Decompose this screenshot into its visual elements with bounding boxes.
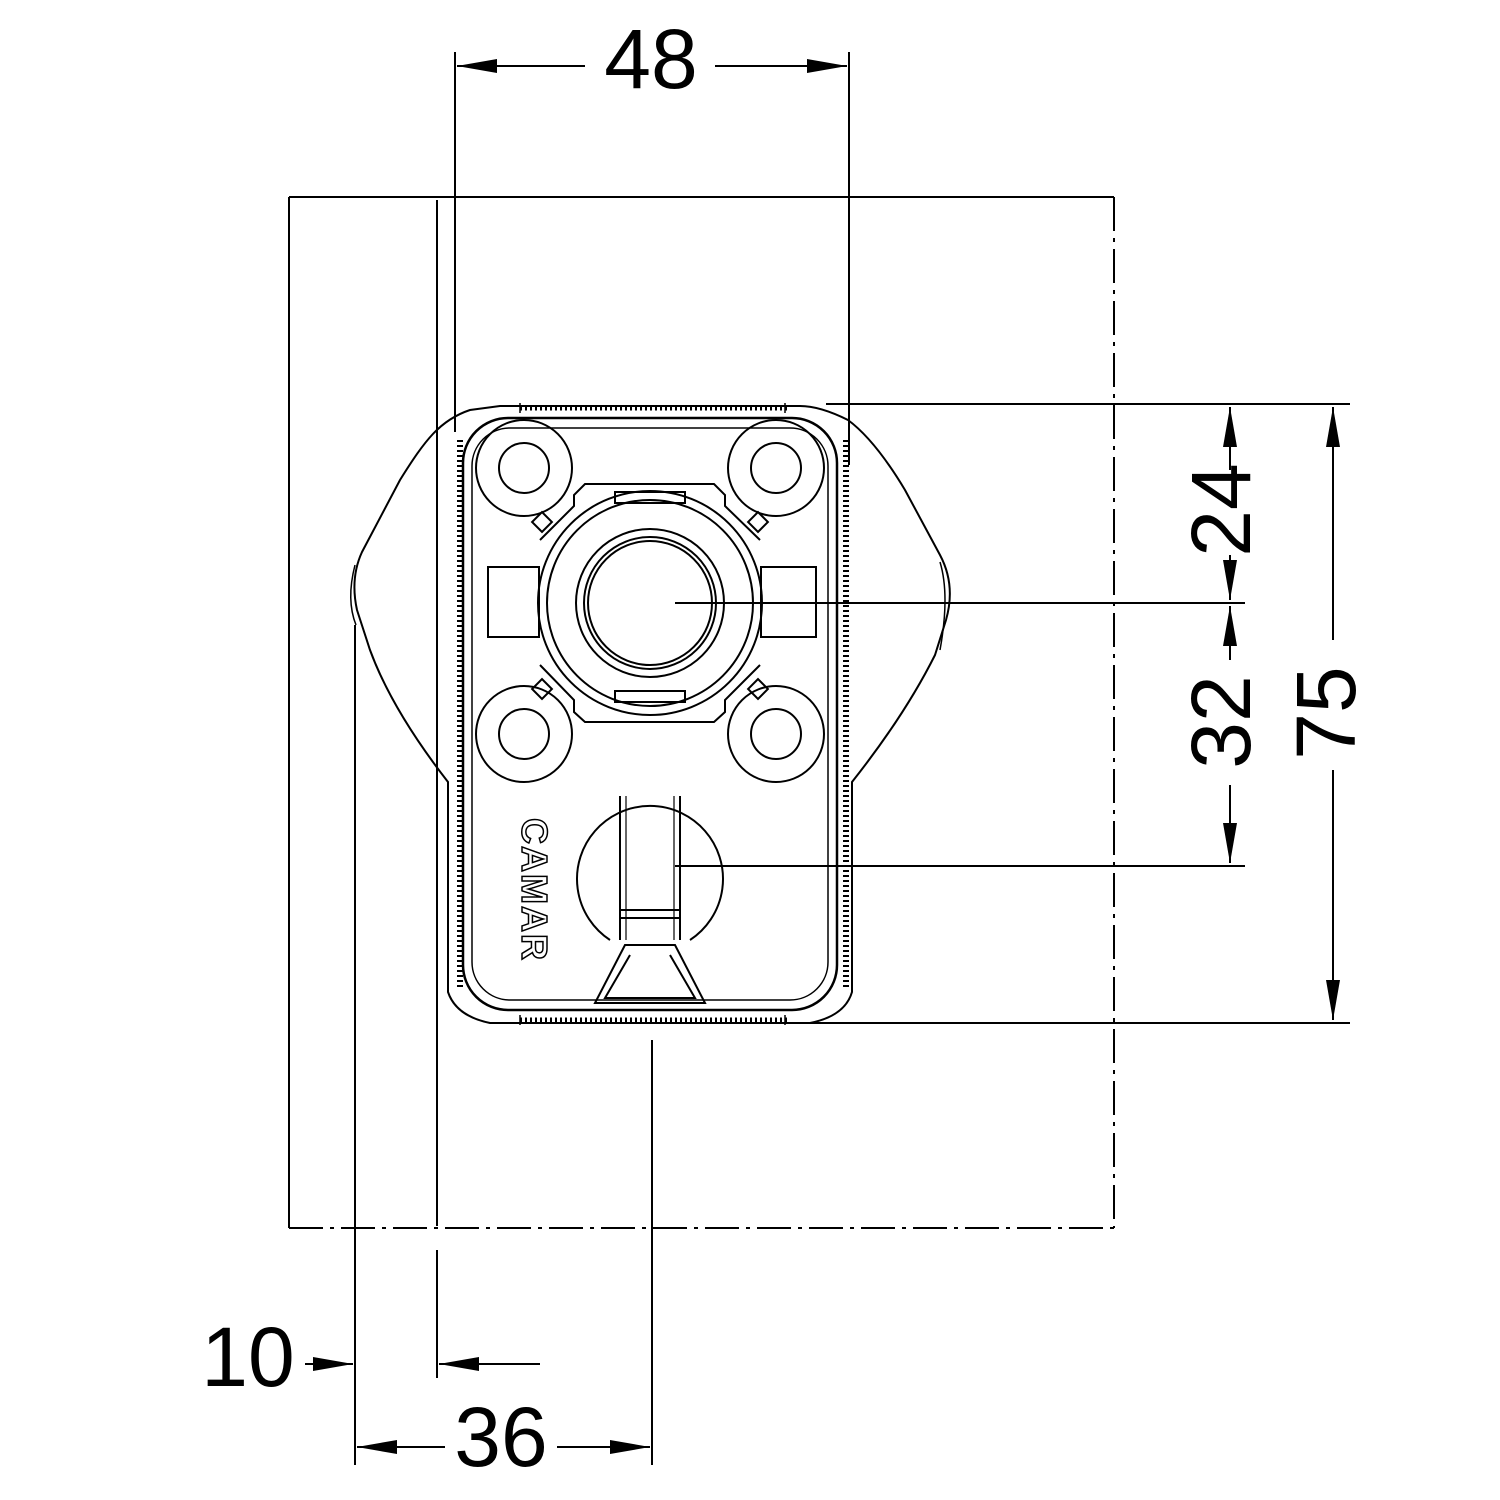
cam-slot — [576, 796, 724, 1004]
extension-lines — [354, 52, 1350, 1465]
brand-logo: CAMAR — [514, 818, 555, 962]
dim-label-32: 32 — [1174, 675, 1268, 768]
hinge-body — [350, 403, 951, 1025]
dim-label-75: 75 — [1279, 666, 1373, 759]
dim-label-48: 48 — [604, 12, 697, 106]
dimension-lines — [305, 59, 1340, 1454]
hinge-plate — [461, 416, 839, 1012]
screw-holes — [475, 419, 825, 783]
mounting-panel — [288, 196, 1115, 1229]
dim-label-36: 36 — [454, 1390, 547, 1484]
dim-label-10: 10 — [201, 1310, 294, 1404]
dim-label-24: 24 — [1174, 463, 1268, 556]
hinge-wing-outline — [353, 405, 951, 1024]
